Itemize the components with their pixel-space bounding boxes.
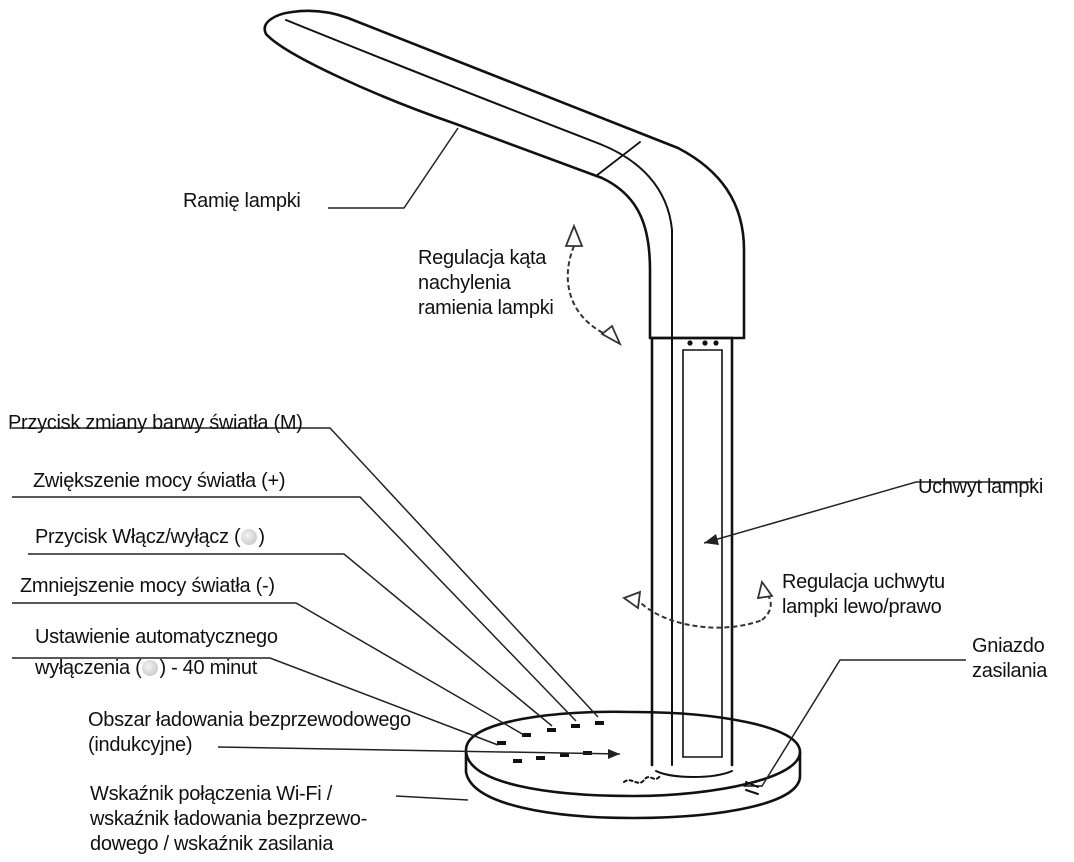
label-power-button: Przycisk Włącz/wyłącz () — [35, 524, 265, 550]
holder-rotation-arrow — [635, 591, 772, 629]
leader-auto-off — [12, 657, 499, 746]
label-lamp-holder: Uchwyt lampki — [918, 476, 1044, 498]
label-wireless-area: Obszar ładowania bezprzewodowego (indukc… — [88, 708, 411, 758]
timer-icon — [142, 660, 159, 676]
label-power-socket-line1: Gniazdo — [972, 635, 1045, 657]
leader-power-button — [28, 553, 553, 727]
label-wireless-area-line2: (indukcyjne) — [88, 734, 193, 756]
label-indicator-line1: Wskaźnik połączenia Wi-Fi / — [90, 783, 332, 805]
leader-power-socket — [761, 659, 966, 787]
label-arm-angle-line3: ramienia lampki — [418, 297, 554, 319]
label-auto-off: Ustawienie automatycznego wyłączenia ( ) … — [35, 625, 278, 681]
label-arm-angle-line1: Regulacja kąta — [418, 247, 547, 269]
leader-indicator — [395, 795, 469, 801]
label-power-socket: Gniazdo zasilania — [972, 634, 1047, 684]
label-power-socket-line2: zasilania — [972, 660, 1048, 682]
label-holder-rotation: Regulacja uchwytu lampki lewo/prawo — [782, 570, 945, 620]
label-indicator: Wskaźnik połączenia Wi-Fi / wskaźnik ład… — [90, 782, 367, 857]
label-auto-off-prefix: wyłączenia ( — [35, 657, 142, 679]
label-arm-angle-line2: nachylenia — [418, 272, 511, 294]
lamp-arm-shape — [263, 9, 746, 340]
label-holder-rotation-line1: Regulacja uchwytu — [782, 571, 945, 593]
label-lamp-arm: Ramię lampki — [183, 190, 301, 212]
power-icon — [241, 529, 258, 545]
label-wireless-area-line1: Obszar ładowania bezprzewodowego — [88, 709, 411, 731]
label-power-button-suffix: ) — [258, 526, 265, 548]
leader-brightness-down — [12, 602, 525, 736]
label-color-button: Przycisk zmiany barwy światła (M) — [8, 412, 303, 434]
label-brightness-up: Zwiększenie mocy światła (+) — [33, 470, 286, 492]
label-auto-off-line2: wyłączenia ( ) - 40 minut — [35, 656, 278, 681]
label-holder-rotation-line2: lampki lewo/prawo — [782, 596, 942, 618]
label-auto-off-suffix: ) - 40 minut — [159, 657, 257, 679]
lamp-holder-shape — [650, 336, 734, 767]
lamp-base-shape — [464, 710, 802, 820]
leader-lamp-arm — [328, 127, 459, 209]
label-auto-off-line1: Ustawienie automatycznego — [35, 626, 278, 648]
label-brightness-down: Zmniejszenie mocy światła (-) — [20, 575, 275, 597]
leader-brightness-up — [12, 496, 577, 722]
label-indicator-line2: wskaźnik ładowania bezprzewo- — [90, 808, 367, 830]
leader-lamp-holder — [703, 481, 1034, 544]
label-indicator-line3: dowego / wskaźnik zasilania — [90, 833, 334, 855]
arm-tilt-arrow — [566, 245, 615, 339]
label-power-button-prefix: Przycisk Włącz/wyłącz ( — [35, 526, 241, 548]
leader-color-button — [12, 427, 599, 718]
leader-wireless-area — [217, 746, 621, 755]
label-arm-angle: Regulacja kąta nachylenia ramienia lampk… — [418, 246, 554, 321]
